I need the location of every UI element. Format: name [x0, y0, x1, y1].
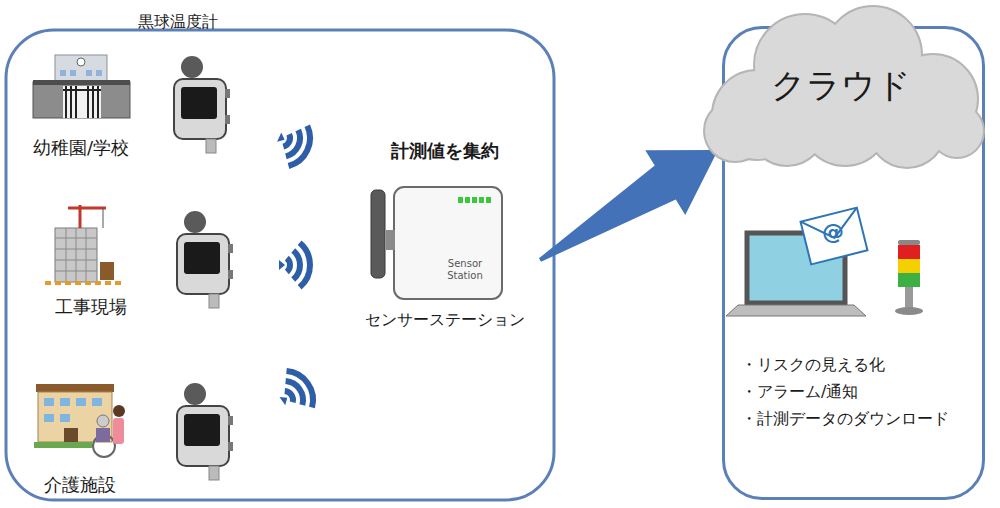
device-label: Sensor Station	[440, 258, 490, 281]
globe-thermometer	[174, 56, 230, 153]
device-name: 黒球温度計	[138, 12, 218, 31]
sensor-station-device	[371, 187, 502, 299]
feature-item: ・アラーム/通知	[741, 382, 858, 401]
site-name: 幼稚園/学校	[33, 137, 129, 159]
globe-thermometer	[177, 211, 233, 308]
cloud-title: クラウド	[691, 65, 991, 106]
wireless-signal	[270, 365, 321, 419]
school-icon	[33, 55, 130, 118]
cloud-panel: クラウド・リスクの見える化・アラーム/通知・計測データのダウンロード	[722, 26, 985, 500]
construction-icon	[45, 205, 125, 283]
station-heading: 計測値を集約	[344, 140, 546, 162]
signal-tower-icon	[895, 240, 923, 315]
site-name: 介護施設	[44, 474, 116, 496]
wireless-signal	[279, 243, 310, 287]
sensor-station: 計測値を集約 Sensor Station センサーステーション	[344, 140, 546, 340]
mail-icon	[801, 208, 868, 265]
cloud-shape: クラウド	[691, 3, 991, 175]
wireless-signal	[270, 117, 317, 170]
feature-item: ・リスクの見える化	[741, 355, 885, 374]
wireless-signal	[270, 117, 321, 419]
feature-item: ・計測データのダウンロード	[741, 409, 949, 428]
flow-arrow	[539, 150, 718, 262]
globe-thermometer	[177, 383, 233, 480]
mail-symbol: @	[822, 219, 844, 245]
globe-thermometer	[174, 56, 233, 480]
care-facility-icon	[34, 384, 125, 457]
site-name: 工事現場	[55, 296, 127, 318]
site-panel	[6, 30, 554, 500]
station-name: センサーステーション	[344, 310, 546, 329]
